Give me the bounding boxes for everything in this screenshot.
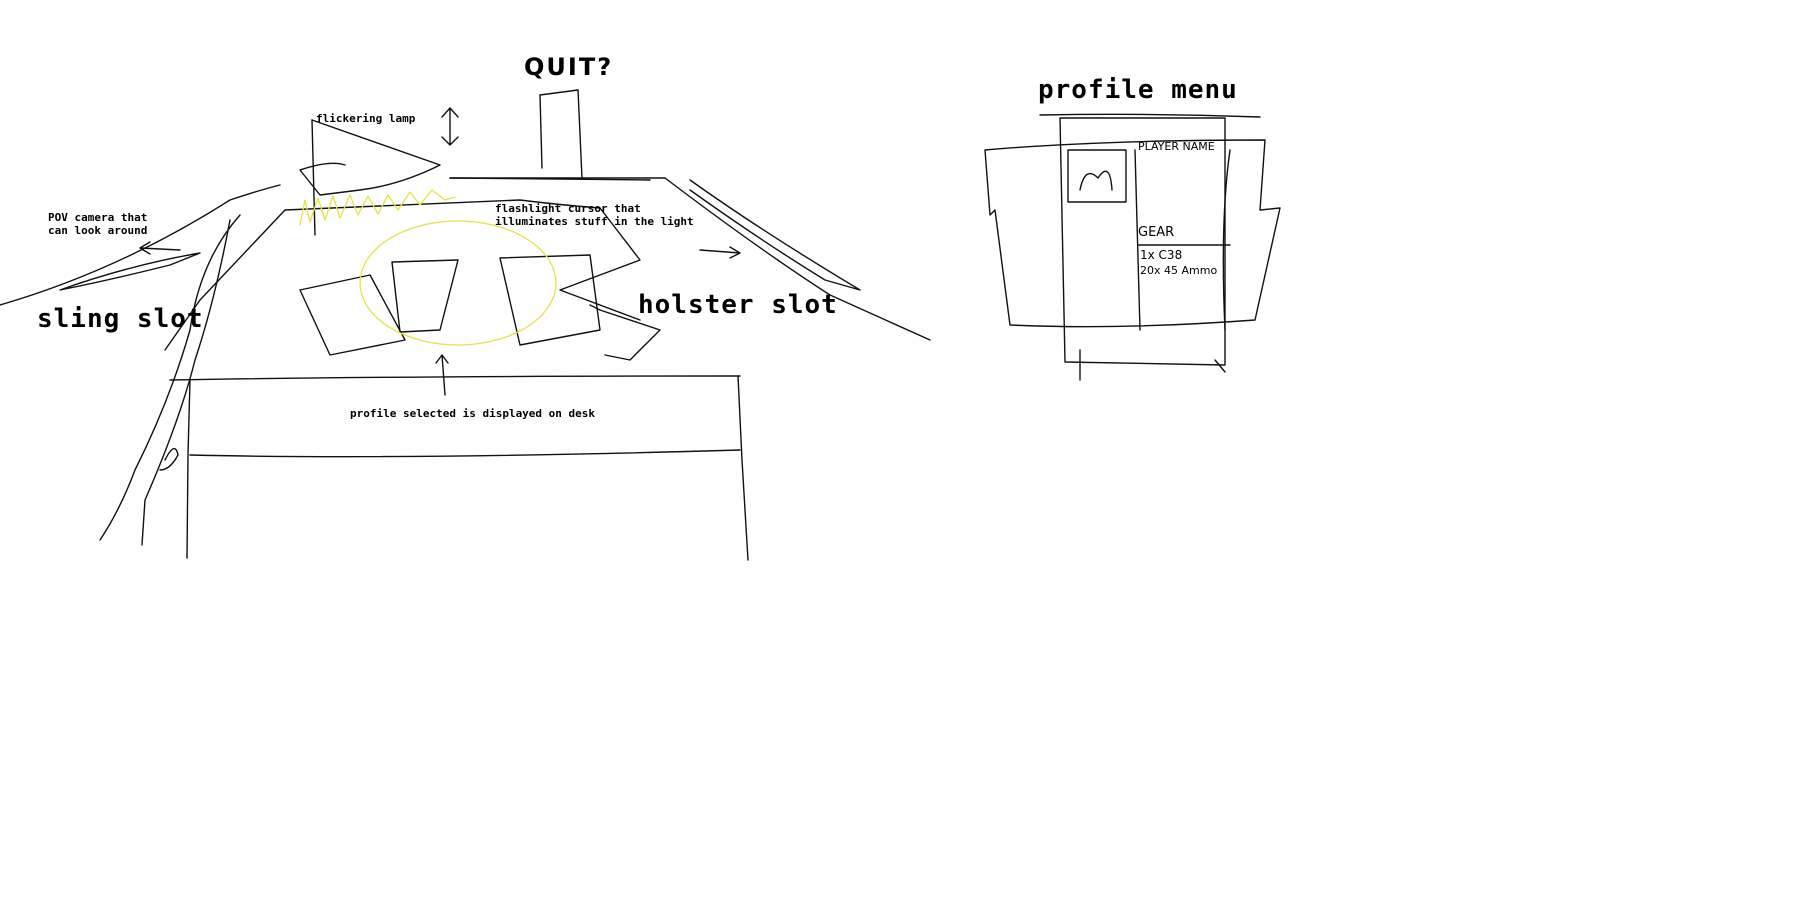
profile-menu-divider: [1134, 149, 1141, 331]
pov-camera-label-line1: POV camera that: [48, 211, 148, 224]
profile-menu-divider-right: [1222, 149, 1231, 331]
profile-gear-item-2: 20x 45 Ammo: [1140, 264, 1218, 277]
profile-menu-title: profile menu: [1038, 75, 1238, 105]
profile-gear-heading: GEAR: [1138, 225, 1175, 240]
pov-camera-hand: [159, 447, 179, 471]
desk-papers: [299, 220, 661, 396]
quit-base: [449, 177, 651, 181]
lamp-glow: [299, 189, 456, 226]
paper-3: [499, 254, 601, 346]
room-back-wall: [0, 184, 281, 306]
pov-arrow-left: [139, 241, 181, 255]
profile-menu-avatar: [1079, 170, 1113, 191]
flashlight-cursor-label-line2: illuminates stuff in the light: [495, 215, 694, 228]
holster-slot-label: holster slot: [638, 290, 838, 320]
desk-left-slope: [164, 209, 286, 351]
lamp-arrow-updown: [441, 107, 459, 146]
profile-selected-label: profile selected is displayed on desk: [350, 407, 596, 420]
quit-button[interactable]: QUIT?: [524, 53, 614, 81]
desk-left-leg: [186, 379, 191, 559]
profile-menu-photo-box: [1067, 149, 1127, 203]
desk-top-back-edge: [284, 199, 601, 211]
profile-arrow-up: [435, 354, 449, 396]
pov-camera-arm-outer: [141, 219, 231, 546]
profile-gear-item-1: 1x C38: [1140, 248, 1183, 262]
profile-menu-sheet: [1059, 117, 1226, 366]
flashlight-cursor: [359, 220, 557, 346]
profile-menu-sketch: [984, 113, 1281, 381]
sling-strap: [59, 252, 201, 291]
lamp-shade: [299, 119, 441, 196]
room-right-wall: [664, 177, 931, 341]
paper-1: [299, 274, 406, 356]
desk-right-leg: [737, 375, 749, 561]
quit-post-top: [539, 89, 579, 96]
holster-arrow-right: [699, 246, 741, 259]
desk-right-slope: [559, 207, 641, 321]
pov-camera-arm: [99, 214, 241, 541]
profile-menu-underline: [1039, 113, 1261, 118]
sling-slot-label: sling slot: [37, 304, 204, 334]
quit-post-right: [577, 89, 583, 179]
lamp-pole: [311, 119, 316, 236]
quit-door: [449, 89, 651, 181]
profile-player-name: PLAYER NAME: [1138, 140, 1215, 153]
pov-camera-label-line2: can look around: [48, 224, 148, 237]
desk-front-top-edge: [169, 375, 741, 381]
holster-strap: [689, 179, 861, 291]
flashlight-cursor-label-line1: flashlight cursor that: [495, 202, 641, 215]
profile-menu-sheet-line: [1079, 349, 1226, 381]
paper-holster: [589, 304, 661, 361]
paper-2: [391, 259, 459, 333]
desk-front-mid-edge: [189, 449, 741, 458]
flickering-lamp-label: flickering lamp: [316, 112, 416, 125]
profile-menu-frame-outer: [984, 139, 1281, 328]
lamp: [299, 107, 459, 236]
desk-scene: [0, 177, 931, 561]
quit-post-left: [539, 94, 543, 169]
